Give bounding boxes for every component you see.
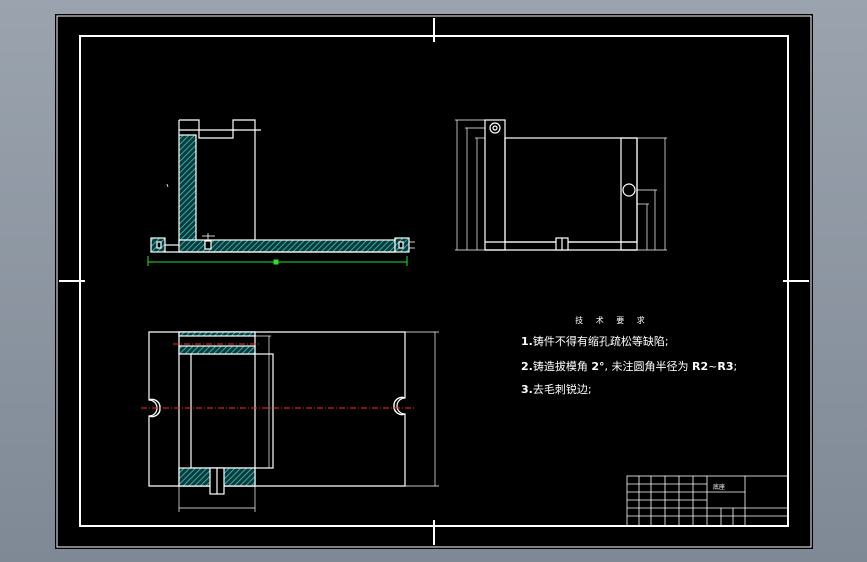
requirement-2-text-a: 铸造拔模角 <box>532 360 592 373</box>
drawing-canvas[interactable]: 技 术 要 求 1.铸件不得有缩孔疏松等缺陷; 2.铸造拔模角 2°, 未注圆角… <box>55 14 813 549</box>
title-block-part-name: 底座 <box>713 484 726 491</box>
requirement-3-text: 去毛刺锐边; <box>532 383 592 396</box>
requirement-2: 2.铸造拔模角 2°, 未注圆角半径为 R2~R3; <box>521 358 737 374</box>
top-view-dimensions <box>178 331 439 512</box>
requirement-2-text-b: , 未注圆角半径为 <box>604 360 692 373</box>
outer-frame <box>56 15 812 548</box>
draft-angle-value: 2° <box>591 360 605 373</box>
fillet-r-max: R3 <box>717 360 734 373</box>
requirement-1: 1.铸件不得有缩孔疏松等缺陷; <box>521 333 669 349</box>
front-view <box>150 119 415 253</box>
tech-requirements-title: 技 术 要 求 <box>575 316 650 325</box>
requirement-1-num: 1. <box>521 335 533 348</box>
top-view-centerline <box>141 343 415 409</box>
side-view <box>484 119 638 251</box>
fillet-r-min: R2 <box>692 360 709 373</box>
top-view <box>148 331 406 495</box>
side-view-dimensions <box>455 119 667 251</box>
drawing-border <box>79 35 789 527</box>
title-block <box>626 475 789 527</box>
front-view-dimension <box>147 256 408 266</box>
requirement-3: 3.去毛刺锐边; <box>521 381 592 397</box>
requirement-1-text: 铸件不得有缩孔疏松等缺陷; <box>532 335 669 348</box>
fillet-tilde: ~ <box>708 360 718 373</box>
requirement-2-num: 2. <box>521 360 533 373</box>
drawing-sheet <box>56 15 812 548</box>
requirement-3-num: 3. <box>521 383 533 396</box>
requirement-2-end: ; <box>733 360 738 373</box>
